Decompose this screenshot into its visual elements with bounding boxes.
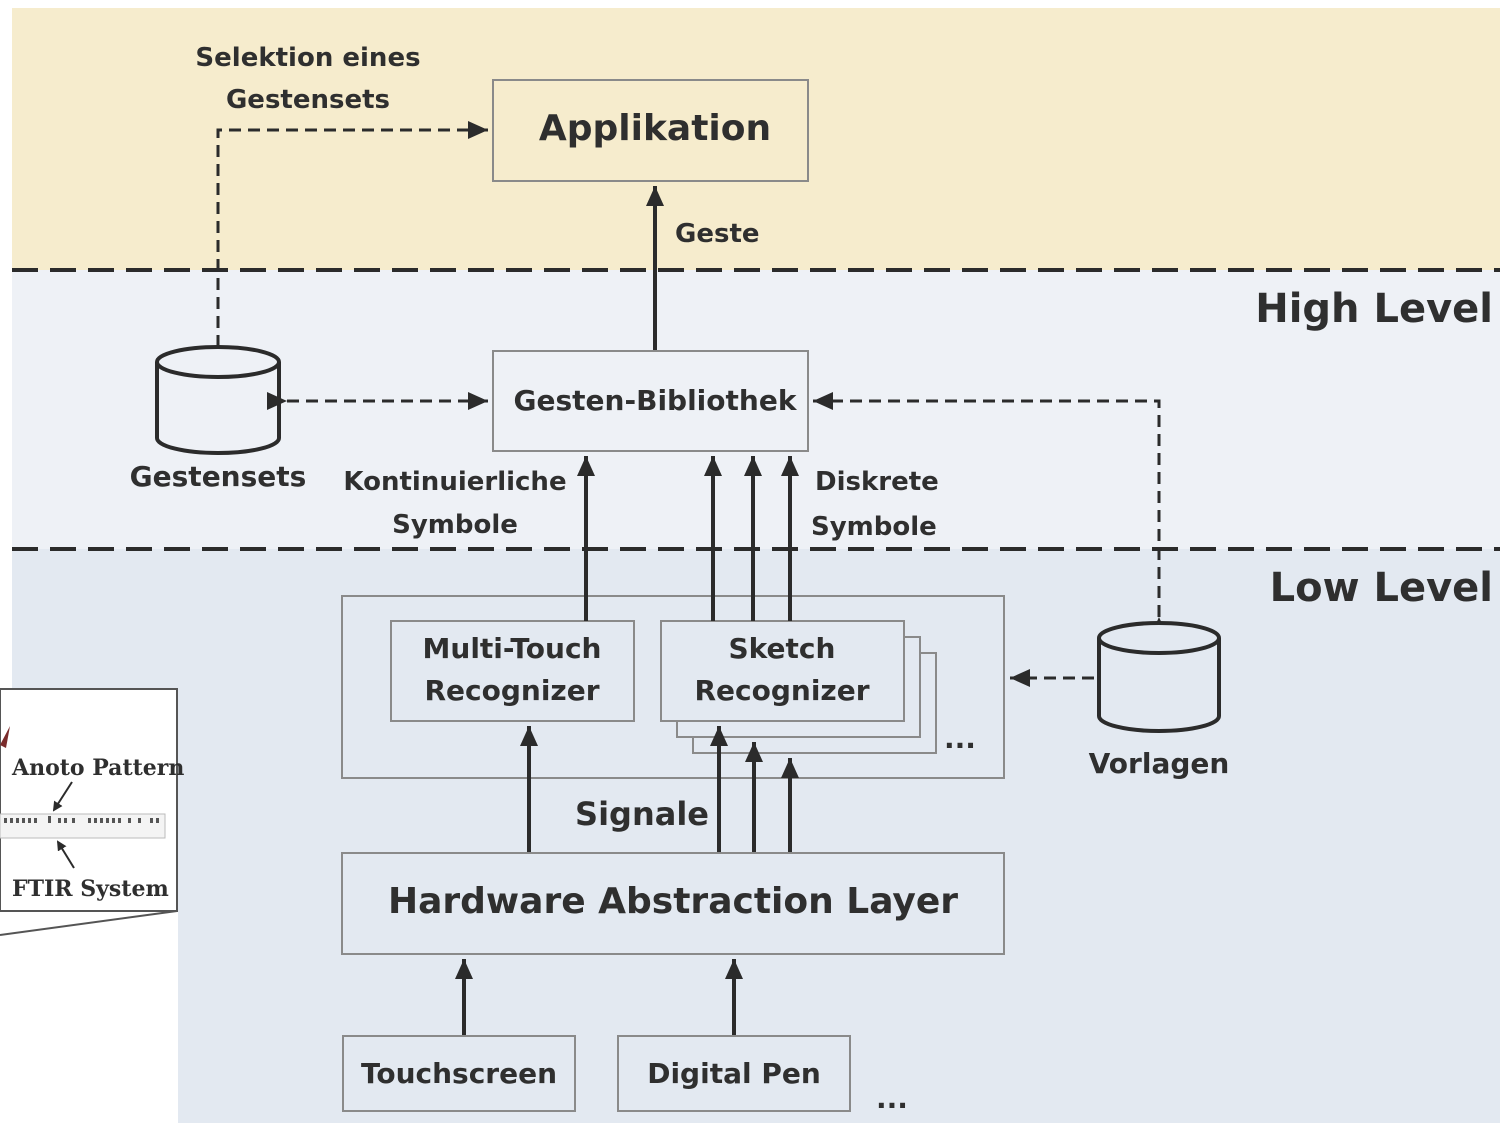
applikation-label: Applikation [539,108,771,149]
hal-label: Hardware Abstraction Layer [388,881,958,922]
diskrete-label-line2: Symbole [811,512,937,542]
anoto-pointer [52,781,73,812]
digital-pen-label: Digital Pen [647,1057,821,1090]
hardware-inset: Anoto Pattern FTIR System [0,688,184,936]
sketch-recognizer-stack [660,620,937,754]
recognizer-ellipsis: ... [944,722,976,755]
multi-touch-recognizer-box [390,620,635,722]
gesten-bibliothek-label: Gesten-Bibliothek [514,384,798,417]
ftir-surface [0,813,166,839]
recognizer-container [341,595,1005,779]
diskrete-label-line1: Diskrete [815,467,939,497]
vorlagen-label: Vorlagen [1089,747,1230,780]
selektion-arrow [216,121,488,347]
applikation-box [492,79,809,182]
digital-pen-box [617,1035,851,1112]
anoto-label: Anoto Pattern [11,755,184,781]
hal-box [341,852,1005,955]
selektion-label-line1: Selektion eines [195,43,420,73]
gestensets-label: Gestensets [130,460,307,493]
low-level-label: Low Level [1270,565,1493,611]
pen-tip-icon [0,726,10,748]
gestensets-database-icon [155,345,281,455]
geste-label: Geste [675,219,760,249]
sketch-label-line2: Recognizer [694,674,869,707]
sketch-label-line1: Sketch [729,632,836,665]
kontinuierliche-label-line1: Kontinuierliche [343,467,566,497]
multi-touch-label-line1: Multi-Touch [423,632,602,665]
touchscreen-box [342,1035,576,1112]
kontinuierliche-label-line2: Symbole [392,510,518,540]
sketch-recognizer-box [660,620,905,722]
ftir-label: FTIR System [12,876,169,902]
high-level-label: High Level [1255,286,1493,332]
multi-touch-label-line2: Recognizer [424,674,599,707]
selektion-label-line2: Gestensets [226,85,390,115]
signale-label: Signale [575,795,709,833]
input-ellipsis: ... [876,1082,908,1115]
ftir-pointer [56,840,75,869]
gesten-bibliothek-box [492,350,809,452]
anoto-dot-pattern [4,816,159,823]
vorlagen-database-icon [1097,621,1221,733]
vorlagen-library-link [813,392,1168,637]
low-level-band-left [12,549,178,689]
touchscreen-label: Touchscreen [361,1057,557,1090]
